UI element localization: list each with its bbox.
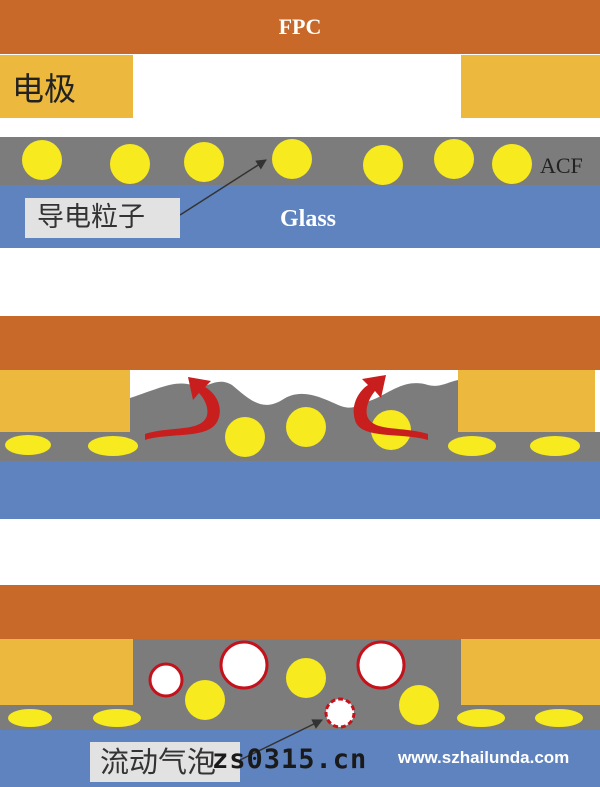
stage-1: FPC Glass ACF — [0, 0, 600, 248]
particle-flattened — [457, 709, 505, 727]
watermark-right: www.szhailunda.com — [398, 748, 570, 767]
air-bubble — [219, 640, 269, 690]
particle — [434, 139, 474, 179]
air-bubble — [356, 640, 406, 690]
fpc-layer — [0, 316, 600, 370]
particle — [272, 139, 312, 179]
particle-flattened — [5, 435, 51, 455]
flow-bubble-label: 流动气泡 — [90, 742, 240, 782]
stage-2 — [0, 316, 600, 519]
fpc-label: FPC — [279, 14, 322, 39]
particle-flattened — [530, 436, 580, 456]
particle-flattened — [8, 709, 52, 727]
electrode-label: 电极 — [12, 70, 77, 108]
particle-pointer-arrow — [179, 159, 267, 216]
particle-flattened — [93, 709, 141, 727]
electrode-right — [458, 370, 595, 432]
particle — [22, 140, 62, 180]
particle — [286, 407, 326, 447]
air-bubble — [148, 662, 184, 698]
electrode-left — [0, 55, 133, 118]
electrode-left — [0, 370, 130, 432]
particle — [184, 142, 224, 182]
acf-label: ACF — [540, 153, 583, 178]
air-bubbles — [148, 640, 406, 729]
glass-label: Glass — [280, 206, 336, 232]
particle-flattened — [88, 436, 138, 456]
flow-arrow-right — [353, 375, 428, 440]
watermark-left: zs0315.cn — [212, 744, 368, 775]
electrode-left — [0, 639, 133, 705]
particle — [225, 417, 265, 457]
fpc-layer — [0, 585, 600, 639]
electrode-right — [461, 639, 600, 705]
bubble-pointer-arrow — [239, 719, 323, 761]
air-bubble-flowing — [324, 697, 356, 729]
particle — [110, 144, 150, 184]
electrode-right — [461, 55, 600, 118]
conductive-particles — [22, 139, 532, 185]
conductive-particle-label: 导电粒子 — [25, 198, 180, 238]
glass-layer — [0, 461, 600, 519]
particle-flattened — [535, 709, 583, 727]
particle — [286, 658, 326, 698]
particle — [363, 145, 403, 185]
fpc-layer — [0, 0, 600, 54]
particle — [492, 144, 532, 184]
particle — [185, 680, 225, 720]
flow-arrow-left — [145, 377, 220, 440]
particle-flattened — [448, 436, 496, 456]
particle — [399, 685, 439, 725]
conductive-particles — [8, 658, 583, 727]
